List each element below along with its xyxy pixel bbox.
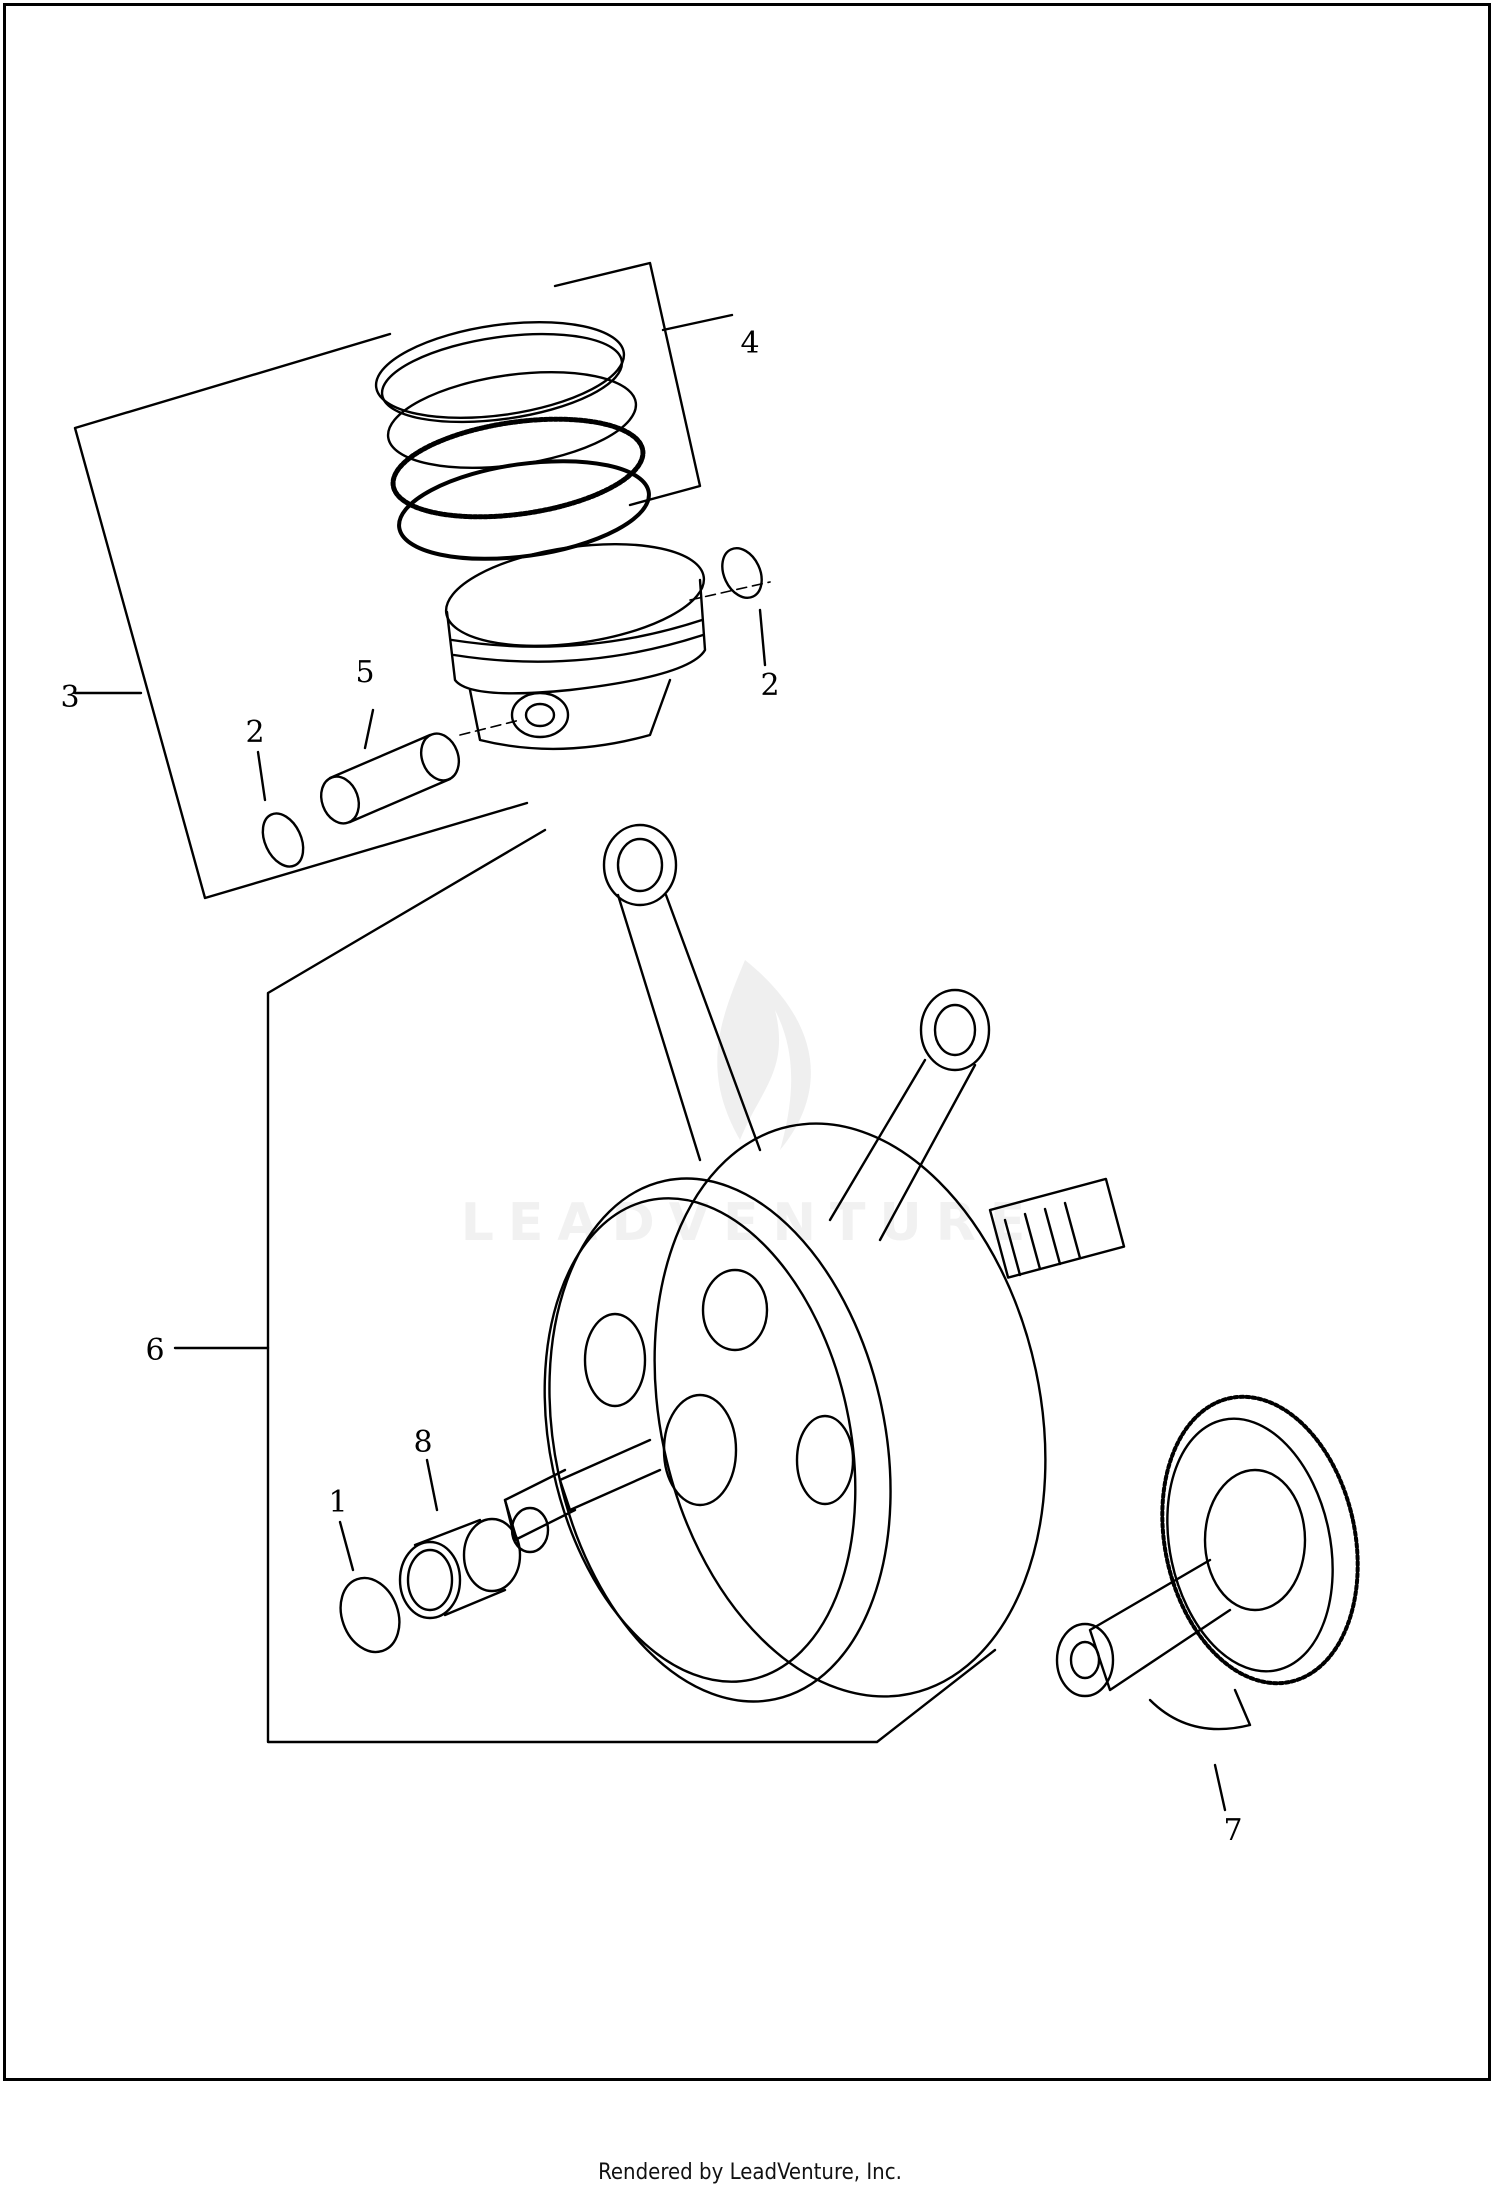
callout-1: 1 bbox=[328, 1485, 347, 1520]
bearing bbox=[398, 1517, 522, 1620]
piston-pin bbox=[319, 732, 461, 825]
callout-4: 4 bbox=[740, 326, 759, 361]
footer-credit: Rendered by LeadVenture, Inc. bbox=[598, 2160, 902, 2185]
watermark-flame-icon bbox=[717, 960, 811, 1150]
bracket-piston-rings bbox=[553, 261, 702, 507]
watermark: LEADVENTURE bbox=[461, 960, 1040, 1253]
bracket-piston-assembly bbox=[73, 332, 529, 900]
callout-3: 3 bbox=[60, 680, 79, 715]
leader-line-2-right bbox=[758, 608, 767, 667]
leader-line-5 bbox=[363, 708, 375, 750]
connecting-rods bbox=[602, 823, 991, 1242]
callout-5: 5 bbox=[355, 655, 374, 690]
bracket-flywheel-assembly bbox=[266, 828, 997, 1744]
diagram-frame bbox=[3, 3, 1491, 2081]
piston-rings bbox=[374, 320, 651, 561]
callout-8: 8 bbox=[413, 1425, 432, 1460]
output-shaft bbox=[988, 1177, 1126, 1279]
pinion-shaft-gear bbox=[1055, 1394, 1360, 1731]
callout-7: 7 bbox=[1223, 1813, 1242, 1848]
callout-2-left: 2 bbox=[245, 715, 264, 750]
circlip-left bbox=[261, 812, 305, 868]
callout-2-right: 2 bbox=[760, 668, 779, 703]
callout-6: 6 bbox=[145, 1333, 164, 1368]
leader-line-8 bbox=[425, 1458, 439, 1512]
leader-line-1 bbox=[338, 1520, 355, 1572]
leader-line-7 bbox=[1213, 1763, 1227, 1812]
watermark-text: LEADVENTURE bbox=[461, 1193, 1040, 1253]
callouts: 4 3 5 2 2 6 8 1 7 bbox=[60, 326, 1242, 1848]
piston bbox=[444, 542, 771, 751]
leader-line-4 bbox=[661, 313, 734, 332]
sprocket-shaft bbox=[503, 1438, 662, 1554]
flywheel bbox=[543, 1122, 1047, 1703]
leader-line-2-left bbox=[256, 750, 267, 802]
retaining-ring bbox=[339, 1576, 401, 1654]
circlip-right bbox=[721, 547, 763, 599]
